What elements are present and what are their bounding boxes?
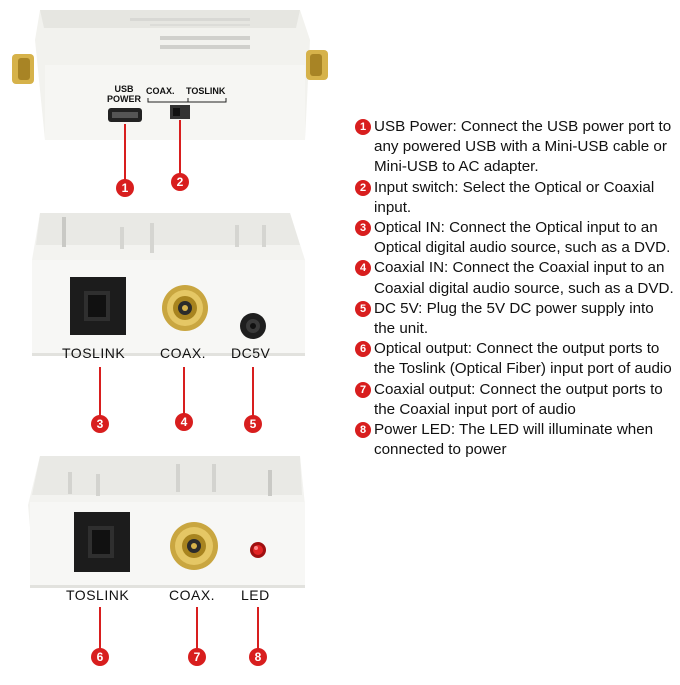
converter-top-image [12, 10, 328, 140]
description-text: Optical IN: Connect the Optical input to… [374, 219, 671, 257]
description-number: 7 [355, 381, 371, 398]
description-item: 6 Optical output: Connect the output por… [355, 339, 675, 379]
input-dc5v-label: DC5V [231, 345, 271, 361]
callout-5: 5 [244, 415, 262, 433]
description-number: 8 [355, 422, 371, 439]
description-number: 2 [355, 179, 371, 196]
callout-1-lead [124, 124, 126, 182]
description-number: 4 [355, 260, 371, 277]
description-number: 3 [355, 220, 371, 237]
converter-input-image [32, 213, 305, 356]
description-text: Optical output: Connect the output ports… [374, 340, 672, 378]
description-text: DC 5V: Plug the 5V DC power supply into … [374, 299, 654, 338]
callout-4-lead [183, 367, 185, 417]
converter-output-image [28, 456, 305, 588]
description-item: 5 DC 5V: Plug the 5V DC power supply int… [355, 299, 675, 339]
callout-7: 7 [188, 648, 206, 666]
output-toslink-label: TOSLINK [66, 587, 130, 603]
input-toslink-label: TOSLINK [62, 345, 126, 361]
callout-8-lead [257, 607, 259, 651]
description-number: 1 [355, 119, 371, 135]
input-coax-label: COAX. [160, 345, 207, 361]
callout-1: 1 [116, 179, 134, 197]
description-item: 8 Power LED: The LED will illuminate whe… [355, 420, 675, 460]
description-text: Coaxial output: Connect the output ports… [374, 380, 663, 418]
callout-3-lead [99, 367, 101, 419]
callout-5-lead [252, 367, 254, 419]
description-item: 3 Optical IN: Connect the Optical input … [355, 218, 675, 258]
callout-6-lead [99, 607, 101, 651]
input-view-panel: TOSLINK COAX. DC5V 3 4 5 [0, 205, 340, 440]
callout-2-lead [179, 120, 181, 175]
description-text: Coaxial IN: Connect the Coaxial input to… [374, 259, 674, 297]
output-view-panel: TOSLINK COAX. LED 6 7 8 [0, 450, 340, 685]
description-item: 4 Coaxial IN: Connect the Coaxial input … [355, 258, 675, 298]
description-item: 7 Coaxial output: Connect the output por… [355, 380, 675, 420]
description-item: 2 Input switch: Select the Optical or Co… [355, 178, 675, 218]
output-coax-label: COAX. [169, 587, 216, 603]
description-text: Input switch: Select the Optical or Coax… [374, 178, 655, 216]
toslink-switch-label: TOSLINK [186, 86, 226, 96]
callout-4: 4 [175, 413, 193, 431]
description-text: USB Power: Connect the USB power port to… [374, 118, 672, 176]
output-led-label: LED [241, 587, 270, 603]
callout-6: 6 [91, 648, 109, 666]
description-number: 6 [355, 341, 371, 358]
callout-8: 8 [249, 648, 267, 666]
callout-3: 3 [91, 415, 109, 433]
callout-2: 2 [171, 173, 189, 191]
coax-switch-label: COAX. [146, 86, 175, 96]
description-list: 1 USB Power: Connect the USB power port … [355, 117, 675, 460]
description-text: Power LED: The LED will illuminate when … [374, 421, 654, 459]
description-number: 5 [355, 300, 371, 317]
description-item: 1 USB Power: Connect the USB power port … [355, 117, 675, 178]
callout-7-lead [196, 607, 198, 651]
